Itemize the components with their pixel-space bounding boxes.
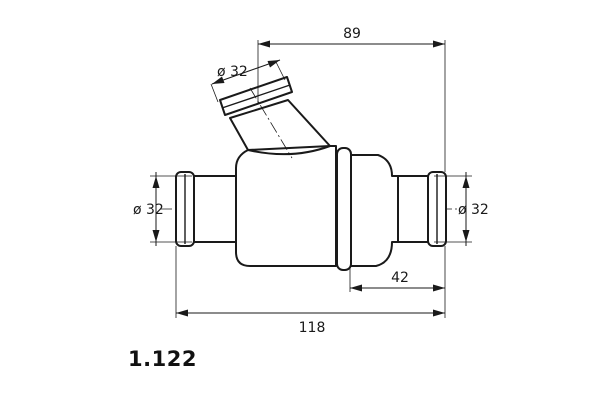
branch-centerline (249, 87, 293, 159)
dimension-branch-diameter: ø 32 (210, 59, 286, 103)
main-body (235, 145, 337, 267)
clamp-ring (336, 147, 352, 271)
dimension-89: 89 (257, 26, 446, 172)
dimension-118: 118 (175, 246, 446, 336)
right-diameter-label: ø 32 (458, 202, 489, 218)
right-pipe-stub (395, 171, 447, 247)
right-housing (345, 154, 399, 267)
part-number: 1.122 (128, 347, 197, 371)
angled-branch (219, 76, 331, 159)
dimension-42: 42 (349, 246, 446, 292)
left-diameter-label: ø 32 (133, 202, 164, 218)
left-pipe-stub (175, 171, 239, 247)
dimension-89-label: 89 (343, 26, 361, 42)
branch-diameter-label: ø 32 (217, 64, 248, 80)
dimension-118-label: 118 (299, 320, 326, 336)
dimension-left-diameter: ø 32 (133, 172, 192, 246)
dimension-42-label: 42 (391, 270, 409, 286)
dimension-right-diameter: ø 32 (434, 172, 489, 246)
